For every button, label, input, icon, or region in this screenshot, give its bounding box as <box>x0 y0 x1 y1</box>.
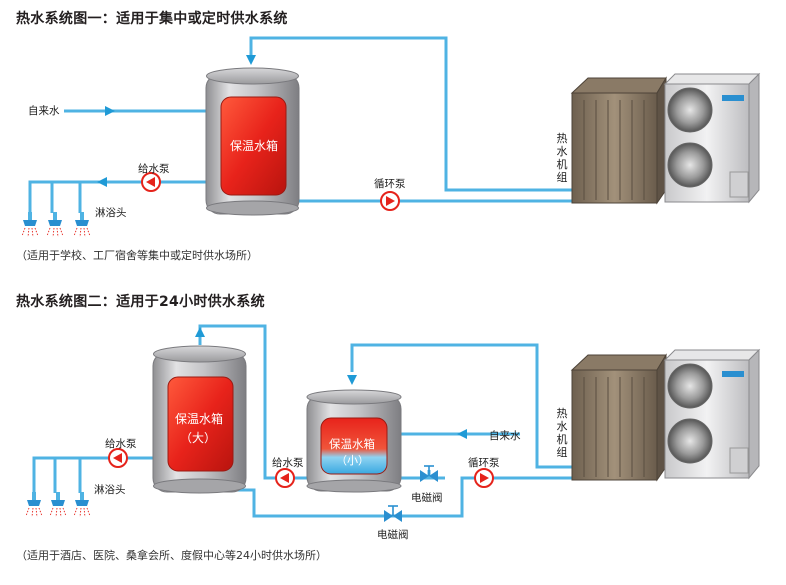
big-tank-label: 保温水箱 <box>175 412 224 426</box>
small-tank-sub: （小） <box>336 454 369 467</box>
solenoid-valve-bottom <box>383 505 403 523</box>
pipes-diagram1 <box>28 36 590 213</box>
supply-pump-label-2-left: 给水泵 <box>105 438 137 450</box>
supply-pump-2-mid <box>275 468 295 488</box>
heat-pump-unit-2 <box>570 348 761 482</box>
diagram1-note: （适用于学校、工厂宿舍等集中或定时供水场所） <box>16 249 258 262</box>
small-storage-tank <box>306 389 402 493</box>
circulation-pump-2 <box>474 468 494 488</box>
shower-heads-1 <box>21 211 91 238</box>
shower-heads-2 <box>25 491 91 518</box>
big-storage-tank <box>152 345 247 494</box>
solenoid-valve-top <box>419 465 439 483</box>
solenoid-valve-label-top: 电磁阀 <box>411 492 443 504</box>
diagram2-title: 热水系统图二：适用于24小时供水系统 <box>16 294 265 310</box>
circulation-pump-label-2: 循环泵 <box>468 457 500 469</box>
diagram1-title: 热水系统图一：适用于集中或定时供水系统 <box>16 11 288 27</box>
tap-water-label-1: 自来水 <box>28 105 60 117</box>
solenoid-valve-label-bottom: 电磁阀 <box>377 529 409 541</box>
supply-pump-label-2-mid: 给水泵 <box>272 457 304 469</box>
storage-tank-1 <box>205 67 300 216</box>
shower-head-label-1: 淋浴头 <box>95 207 127 219</box>
shower-head-label-2: 淋浴头 <box>94 484 126 496</box>
circulation-pump-label-1: 循环泵 <box>374 178 406 190</box>
heat-pump-unit-1 <box>570 72 761 205</box>
heat-pump-unit-label-2: 热水机组 <box>556 407 568 459</box>
tap-water-label-2: 自来水 <box>489 430 521 442</box>
supply-pump-2-left <box>108 448 128 468</box>
heat-pump-unit-label-1: 热水机组 <box>556 132 568 184</box>
supply-pump-label-1: 给水泵 <box>138 163 170 175</box>
diagram2-note: （适用于酒店、医院、桑拿会所、度假中心等24小时供水场所） <box>16 549 327 562</box>
big-tank-sub: （大） <box>180 431 217 445</box>
circulation-pump-1 <box>380 191 400 211</box>
small-tank-label: 保温水箱 <box>329 437 375 451</box>
tank-label-1: 保温水箱 <box>230 139 279 153</box>
